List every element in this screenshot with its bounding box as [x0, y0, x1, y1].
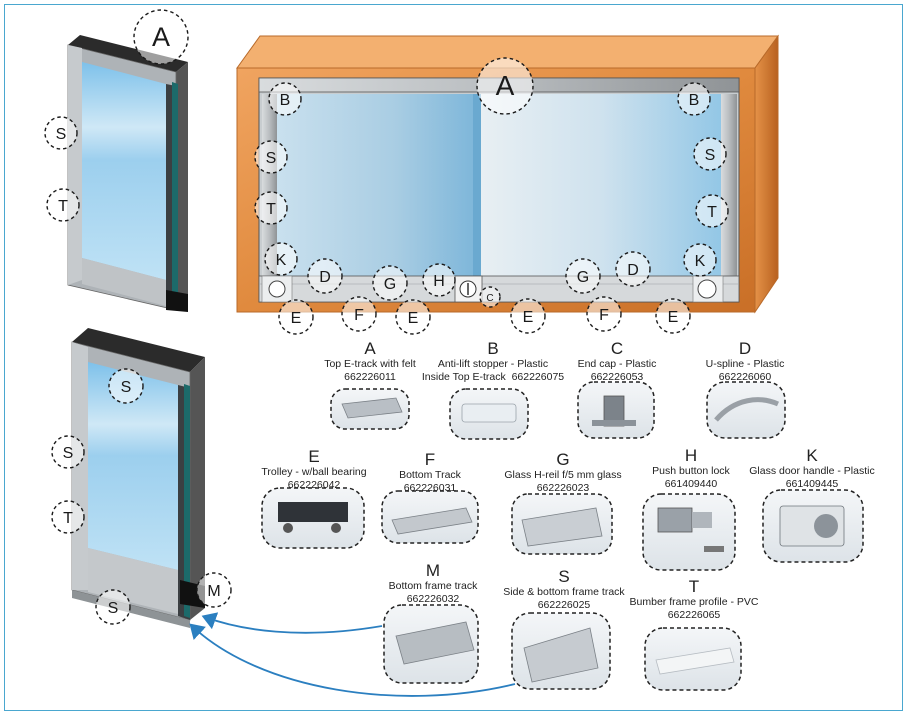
callout-d-left: D [319, 269, 331, 286]
part-code-e: 662226042 [287, 478, 341, 491]
door-bottom-callout-t: T [63, 510, 73, 527]
callout-s-right: S [705, 147, 716, 164]
part-code-c: 662226053 [590, 370, 644, 383]
callout-a-cabinet: A [496, 70, 515, 101]
part-code-s: 662226025 [537, 598, 591, 611]
callout-e-2: E [408, 310, 419, 327]
part-letter-k: K [806, 446, 818, 465]
part-name-m: Bottom frame track [388, 580, 478, 592]
door-top-callout-t: T [58, 198, 68, 215]
part-caption-m: M Bottom frame track 662226032 [378, 561, 488, 605]
door-bottom-callout-s-left: S [63, 445, 74, 462]
part-letter-m: M [425, 561, 441, 580]
callout-b-right: B [689, 92, 700, 109]
part-name-h: Push button lock [652, 465, 730, 477]
part-code-d: 662226060 [718, 370, 772, 383]
part-glyphs [278, 395, 845, 683]
part-letter-b: B [487, 339, 499, 358]
outer-frame [4, 4, 903, 711]
callout-f-2: F [599, 307, 609, 324]
callout-e-4: E [668, 309, 679, 326]
part-letter-g: G [556, 450, 570, 469]
callout-t-right: T [707, 204, 717, 221]
callout-f-1: F [354, 307, 364, 324]
part-caption-d: D U-spline - Plastic 662226060 [690, 339, 800, 383]
part-caption-e: E Trolley - w/ball bearing 662226042 [250, 447, 378, 491]
door-bottom-callout-m: M [207, 583, 220, 600]
part-letter-e: E [308, 447, 320, 466]
part-letter-s: S [558, 567, 570, 586]
part-caption-s: S Side & bottom frame track 662226025 [500, 567, 628, 611]
part-letter-t: T [688, 577, 700, 596]
callout-k-right: K [695, 253, 706, 270]
callout-g-right: G [577, 269, 589, 286]
part-caption-c: C End cap - Plastic 662226053 [562, 339, 672, 383]
callout-c: C [486, 293, 493, 304]
part-code-b: 662226075 [511, 370, 565, 383]
part-name-t: Bumber frame profile - PVC [629, 596, 759, 608]
callout-g-left: G [384, 276, 396, 293]
part-letter-c: C [610, 339, 624, 358]
part-caption-t: T Bumber frame profile - PVC 662226065 [628, 577, 760, 621]
part-name-k: Glass door handle - Plastic [749, 465, 875, 477]
part-caption-a: A Top E-track with felt 662226011 [310, 339, 430, 383]
part-name-b: Anti-lift stopper - Plastic [437, 358, 549, 370]
part-code-k: 661409445 [785, 477, 839, 490]
part-letter-a: A [364, 339, 376, 358]
part-caption-f: F Bottom Track 662226031 [380, 450, 480, 494]
part-code-t: 662226065 [667, 608, 721, 621]
part-caption-g: G Glass H-reil f/5 mm glass 662226023 [494, 450, 632, 494]
part-name-d: U-spline - Plastic [705, 358, 785, 370]
door-bottom-callout-s-top: S [121, 379, 132, 396]
part-letter-f: F [424, 450, 436, 469]
part-code-h: 661409440 [664, 477, 718, 490]
part-code-g: 662226023 [536, 481, 590, 494]
callout-e-1: E [291, 310, 302, 327]
callout-h: H [433, 273, 445, 290]
callout-t-left: T [266, 201, 276, 218]
callout-circles [44, 9, 729, 625]
part-code-a: 662226011 [344, 370, 396, 383]
door-top-callout-s: S [56, 126, 67, 143]
part-code-f: 662226031 [403, 481, 457, 494]
part-name-e: Trolley - w/ball bearing [261, 466, 367, 478]
door-bottom-callout-s-bottom: S [108, 600, 119, 617]
callout-b-left: B [280, 92, 291, 109]
callout-e-3: E [523, 309, 534, 326]
part-letter-d: D [738, 339, 752, 358]
part-name-s: Side & bottom frame track [503, 586, 625, 598]
part-name-a: Top E-track with felt [324, 358, 416, 370]
part-name-f: Bottom Track [399, 469, 461, 481]
cabinet-illustration [236, 34, 779, 314]
part-caption-h: H Push button lock 661409440 [636, 446, 746, 490]
door-illustration-bottom [71, 328, 205, 628]
part-caption-b: B Anti-lift stopper - Plastic Inside Top… [418, 339, 568, 383]
callout-s-left: S [266, 150, 277, 167]
part-name2-b: Inside Top E-track [421, 370, 506, 383]
part-letter-h: H [684, 446, 698, 465]
arrow-s [189, 623, 516, 697]
part-caption-k: K Glass door handle - Plastic 661409445 [748, 446, 876, 490]
part-code-m: 662226032 [406, 592, 460, 605]
callout-k-left: K [276, 252, 287, 269]
door-top-callout-a: A [152, 22, 170, 52]
callout-d-right: D [627, 262, 639, 279]
part-name-g: Glass H-reil f/5 mm glass [504, 469, 622, 481]
arrow-m [201, 612, 383, 634]
door-illustration-top [67, 35, 188, 312]
callout-letters: A B B S S T T K K D D G G H C E F E E F … [56, 22, 717, 617]
part-name-c: End cap - Plastic [577, 358, 657, 370]
